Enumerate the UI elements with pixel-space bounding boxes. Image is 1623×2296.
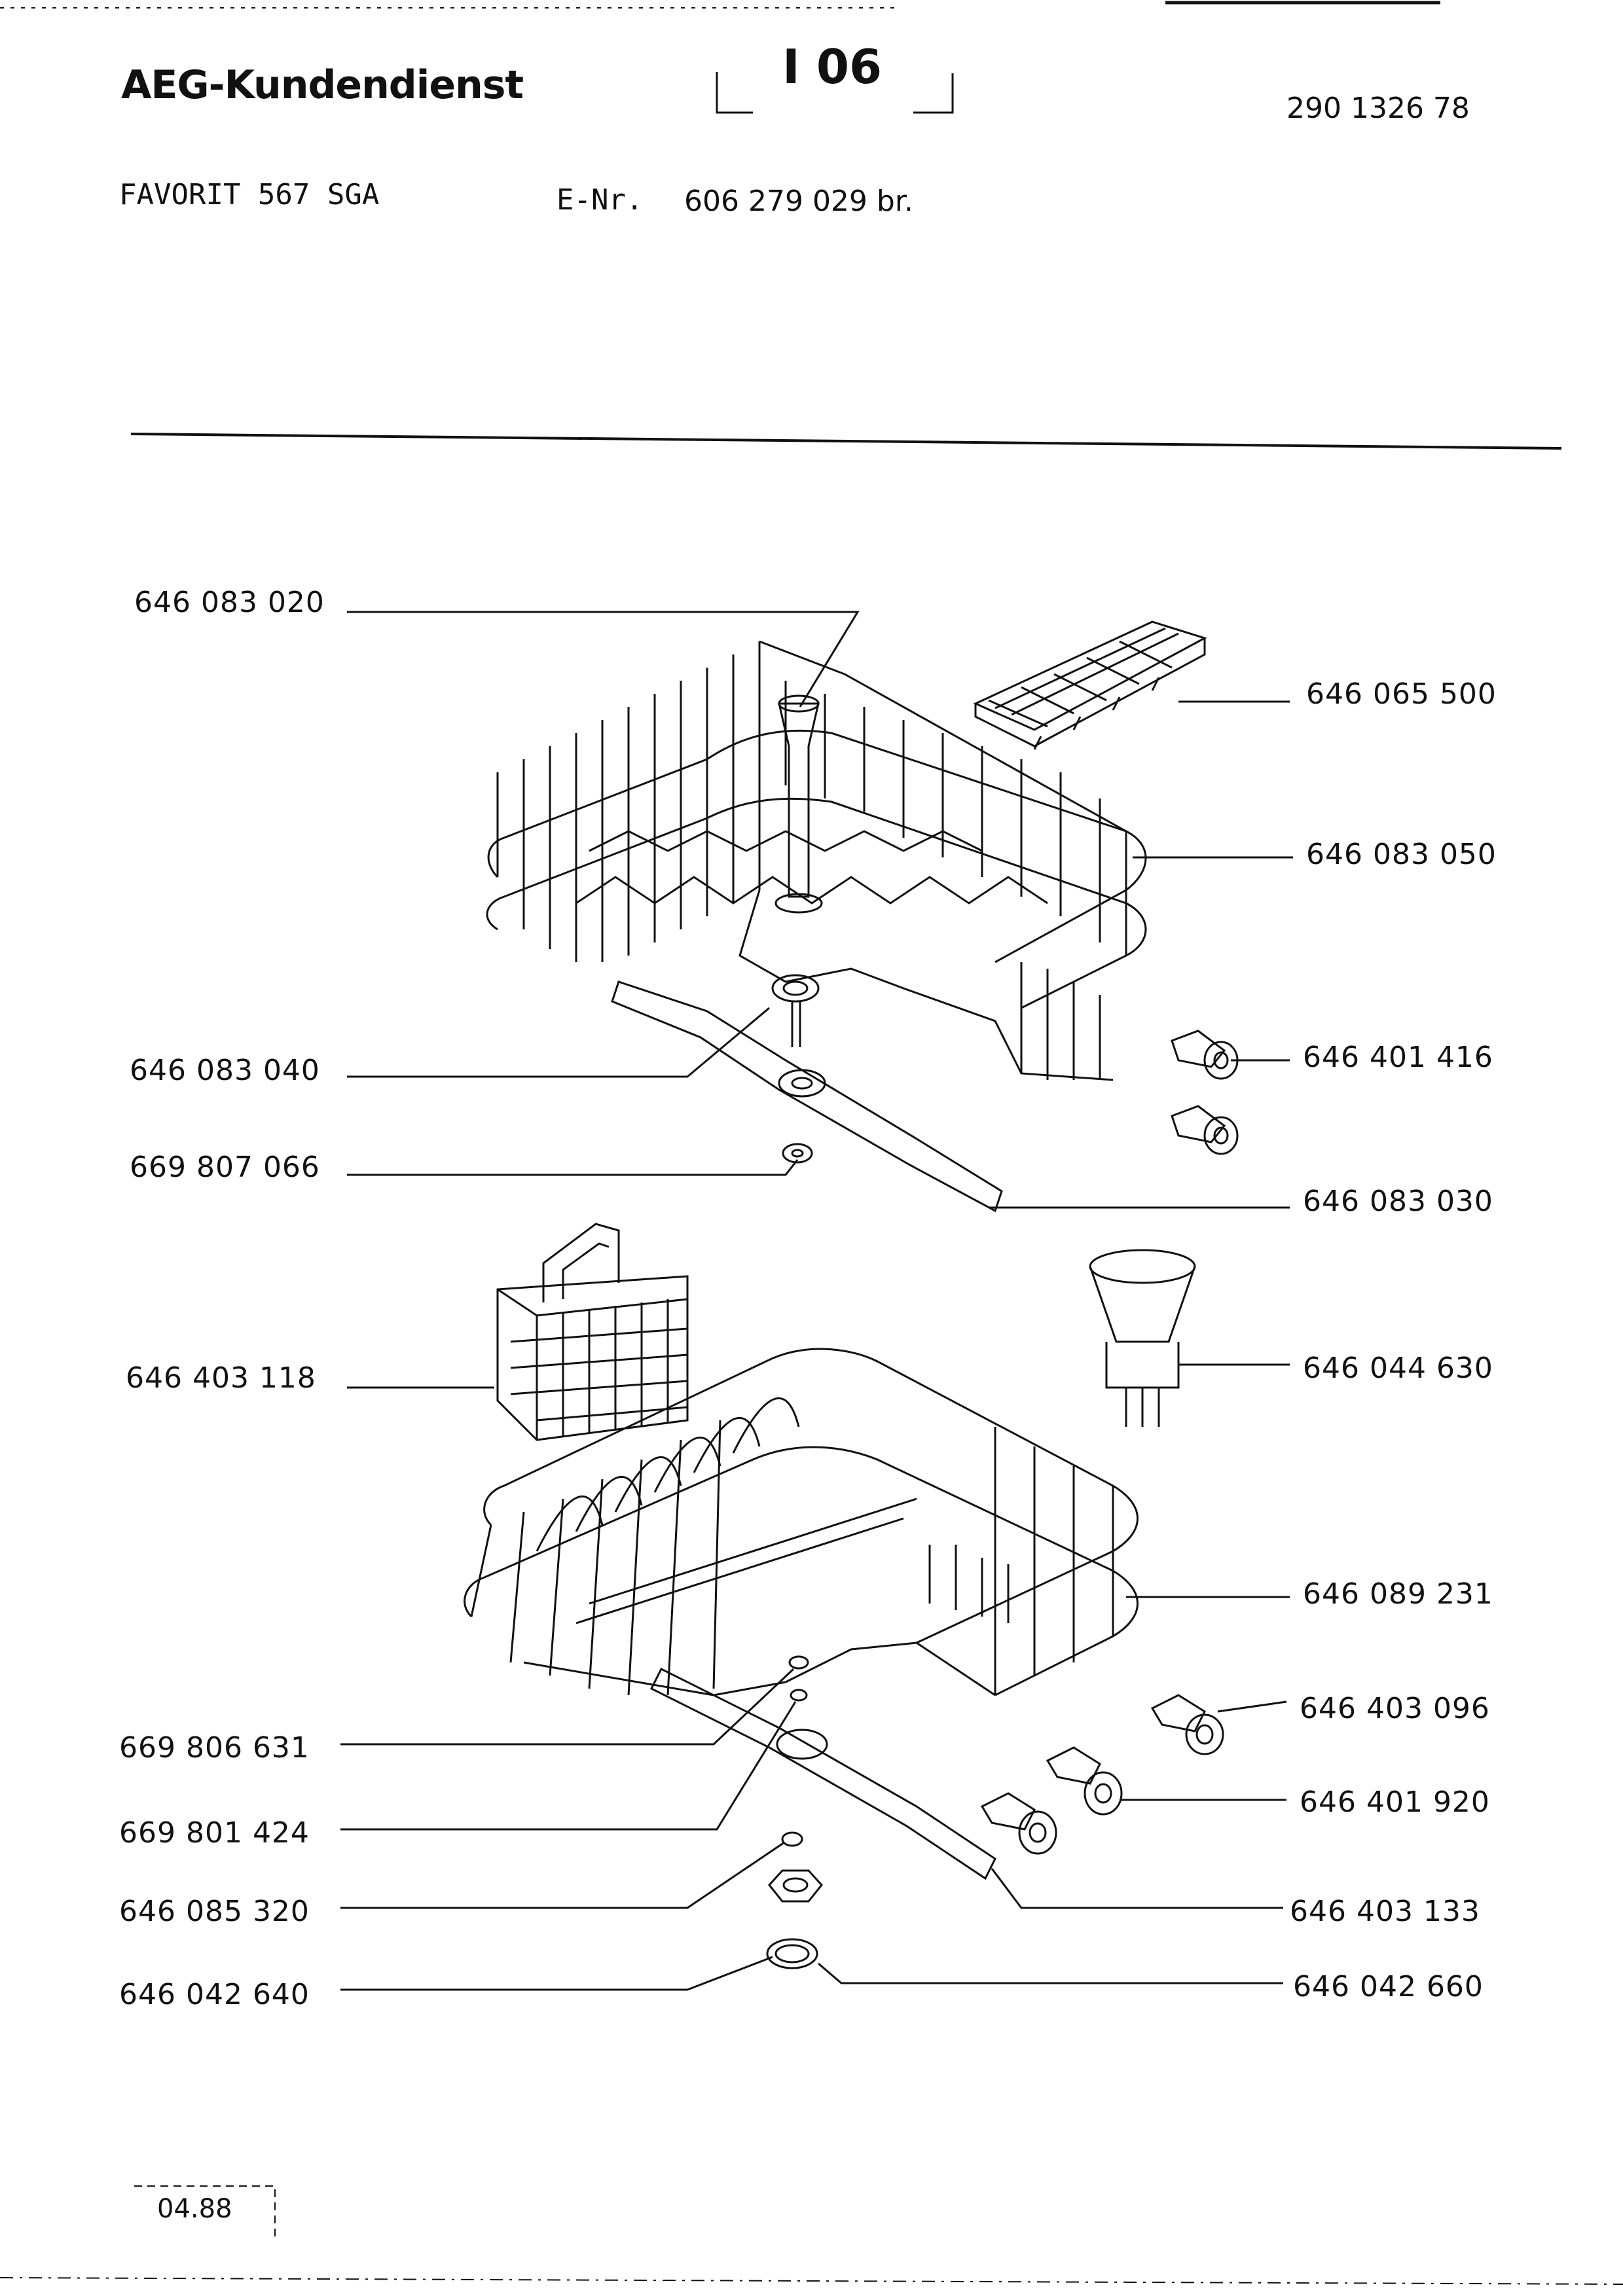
part-label-17: 646 042 660 <box>1293 1970 1484 2003</box>
nut-and-rings <box>766 1831 823 1969</box>
model-name: FAVORIT 567 SGA <box>119 178 380 211</box>
date-stamp: 04.88 <box>157 2194 232 2224</box>
part-label-5: 646 401 416 <box>1303 1041 1493 1074</box>
part-label-8: 646 403 118 <box>126 1361 316 1395</box>
part-label-14: 669 801 424 <box>119 1816 310 1850</box>
cutlery-basket <box>496 1223 689 1441</box>
part-label-7: 646 083 030 <box>1303 1185 1493 1218</box>
filter-funnel <box>1089 1249 1196 1427</box>
enr-label: E-Nr. <box>556 183 644 217</box>
basket-rollers-upper <box>1171 1030 1239 1155</box>
part-label-4: 646 083 040 <box>130 1054 320 1087</box>
part-label-6: 669 807 066 <box>130 1151 320 1184</box>
sheet-number: I 06 <box>782 39 883 94</box>
document-number: 290 1326 78 <box>1286 92 1470 125</box>
part-label-11: 646 403 096 <box>1300 1692 1490 1725</box>
basket-rollers-lower <box>980 1694 1224 1855</box>
part-label-18: 646 042 640 <box>119 1978 310 2011</box>
part-label-13: 646 401 920 <box>1300 1785 1490 1819</box>
part-label-10: 646 089 231 <box>1303 1577 1493 1611</box>
part-label-16: 646 085 320 <box>119 1895 310 1928</box>
header-rules <box>0 1 1562 450</box>
part-label-3: 646 083 050 <box>1306 838 1497 871</box>
washer-small <box>782 1143 813 1164</box>
cutlery-tray <box>973 620 1207 750</box>
part-label-12: 669 806 631 <box>119 1731 310 1765</box>
upper-basket <box>486 640 1147 1081</box>
spray-arm-hub <box>771 974 820 1047</box>
brand-title: AEG-Kundendienst <box>121 62 524 108</box>
part-label-1: 646 083 020 <box>134 586 325 619</box>
part-label-9: 646 044 630 <box>1303 1352 1493 1385</box>
lower-spray-arm <box>649 1655 996 1880</box>
leader-lines <box>340 611 1293 1991</box>
footer-rules <box>0 2185 1623 2285</box>
lower-basket <box>464 1348 1139 1696</box>
upper-spray-arm <box>611 980 1003 1213</box>
enr-value: 606 279 029 br. <box>684 185 913 218</box>
part-label-15: 646 403 133 <box>1290 1895 1480 1928</box>
spray-distributor-tube <box>775 694 823 914</box>
part-label-2: 646 065 500 <box>1306 677 1497 711</box>
